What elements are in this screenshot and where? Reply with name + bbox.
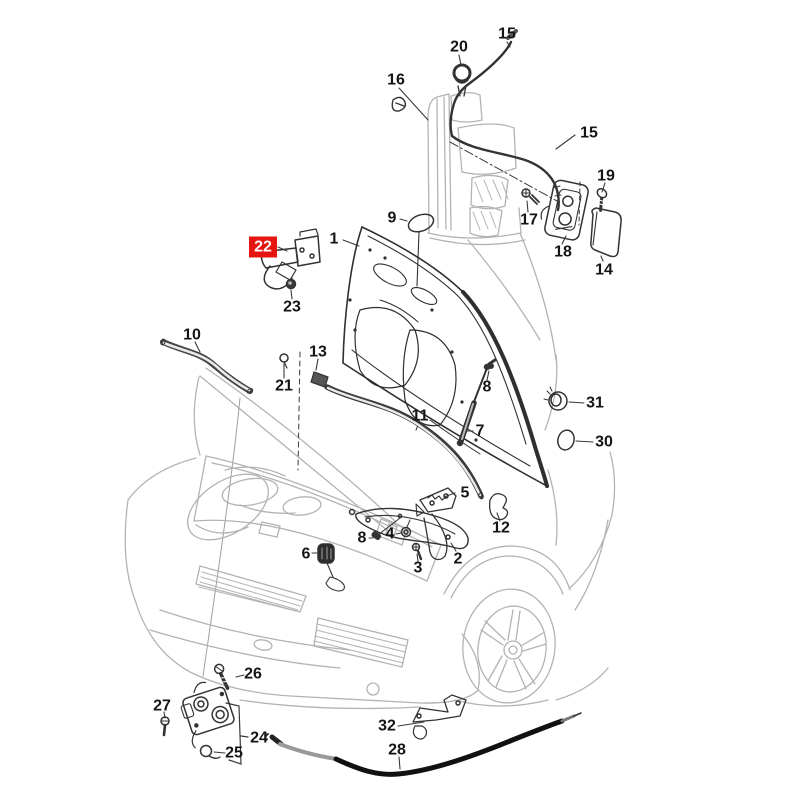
- part-callout-22: 22: [254, 239, 272, 256]
- cover-part-14: [590, 207, 622, 258]
- bolt-part-19: [596, 188, 608, 212]
- part-callout-15: 15: [580, 125, 598, 142]
- body-pillar-structure: [427, 92, 557, 361]
- part-callout-13: 13: [309, 344, 327, 361]
- part-callout-18: 18: [554, 244, 572, 261]
- bolt-part-26: [213, 663, 230, 690]
- part-callout-8: 8: [483, 379, 492, 396]
- front-bumper: [124, 457, 480, 710]
- part-callout-7: 7: [476, 423, 485, 440]
- part-callout-30: 30: [595, 434, 613, 451]
- clip-part-16: [391, 96, 407, 112]
- lock-locating-line: [202, 397, 241, 677]
- bolt-part-17: [521, 188, 540, 205]
- latch-part-18: [540, 179, 589, 241]
- plug-part-30: [557, 429, 575, 451]
- part-callout-21: 21: [275, 378, 293, 395]
- parts: [160, 29, 622, 777]
- hood-panel: [342, 225, 549, 488]
- gas-strut-part-7: [456, 363, 491, 447]
- part-callout-23: 23: [283, 299, 301, 316]
- front-wheel: [443, 545, 571, 707]
- part-callout-2: 2: [454, 551, 463, 568]
- part-callout-19: 19: [597, 168, 615, 185]
- part-callout-11: 11: [412, 408, 429, 425]
- highlight-box-part-22: [249, 236, 277, 258]
- part-callout-24: 24: [250, 730, 268, 747]
- part-callout-27: 27: [153, 698, 171, 715]
- part-callout-6: 6: [302, 546, 311, 563]
- part-callout-1: 1: [330, 231, 339, 248]
- right-body-lines: [544, 354, 616, 701]
- seal-part-10: [160, 338, 254, 394]
- part-callout-25: 25: [225, 745, 243, 762]
- clip-part-12: [489, 492, 509, 521]
- lock-latch-part-24: [180, 681, 235, 749]
- part-callout-5: 5: [461, 485, 470, 502]
- cable-part-15: [449, 29, 562, 212]
- part-callout-12: 12: [492, 520, 510, 537]
- pad-part-9: [407, 213, 435, 287]
- seal-part-11: [324, 384, 484, 500]
- headlight: [187, 473, 269, 541]
- part-callout-14: 14: [595, 262, 613, 279]
- part-callout-20: 20: [450, 39, 468, 56]
- part-callout-8: 8: [358, 530, 367, 547]
- bolt-part-27: [160, 716, 170, 737]
- part-callout-26: 26: [244, 666, 262, 683]
- callout-layer: 1620151519171814912223101321117831305122…: [153, 26, 615, 762]
- engine-bay-opening: [193, 455, 442, 582]
- cowl-wiper-line: [199, 375, 389, 532]
- part-callout-15: 15: [498, 26, 516, 43]
- clip-part-21: [279, 353, 289, 369]
- part-callout-28: 28: [388, 742, 406, 759]
- part-callout-10: 10: [183, 327, 201, 344]
- bracket-part-2: [348, 507, 469, 561]
- cowl-edge-line: [205, 367, 397, 523]
- part-callout-32: 32: [378, 718, 396, 735]
- bracket-part-32: [412, 694, 467, 740]
- part-callout-9: 9: [388, 210, 397, 227]
- part-callout-31: 31: [586, 395, 604, 412]
- grommet-part-23: [285, 278, 297, 290]
- stud-part-8-bottom: [371, 531, 382, 541]
- striker-part-5: [415, 487, 457, 517]
- part-callout-16: 16: [387, 72, 405, 89]
- clip-part-25: [199, 744, 221, 759]
- buffer-part-6: [317, 543, 345, 592]
- grommet-part-31: [543, 386, 568, 411]
- release-cable-part-28: [264, 712, 582, 777]
- part-callout-17: 17: [520, 212, 538, 229]
- hood-holes: [348, 248, 478, 442]
- ball-stud-part-8-top: [487, 358, 497, 369]
- bolt-part-3: [411, 542, 423, 561]
- nut-part-4: [400, 519, 412, 538]
- car-body-sketch: [124, 92, 616, 710]
- part-callout-3: 3: [414, 560, 423, 577]
- part-callout-4: 4: [386, 526, 395, 543]
